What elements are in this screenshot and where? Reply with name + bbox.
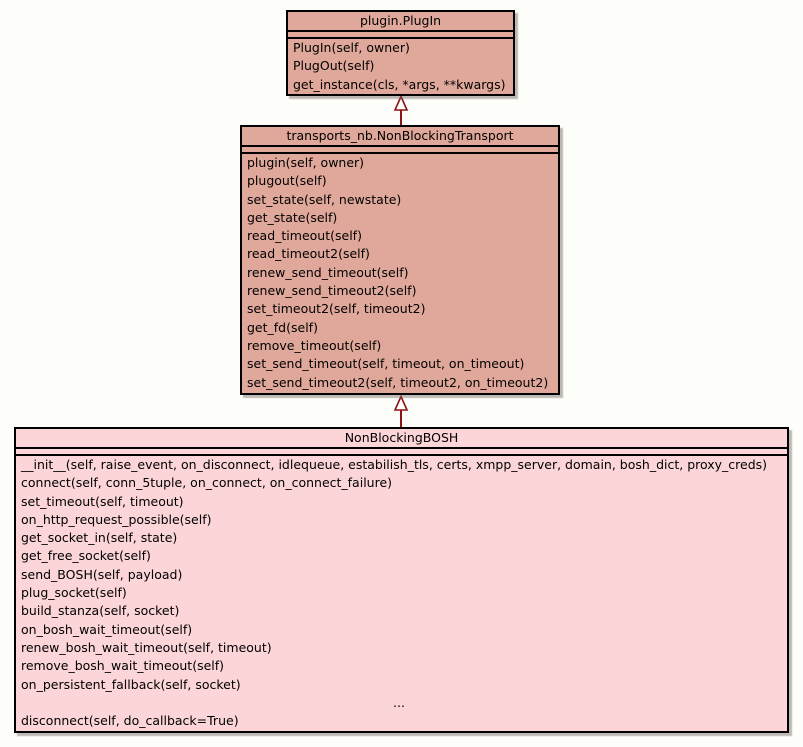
class-box-nonblockingbosh: NonBlockingBOSH __init__(self, raise_eve…	[14, 427, 789, 733]
methods-compartment: __init__(self, raise_event, on_disconnec…	[16, 456, 787, 730]
method-row: plugin(self, owner)	[247, 155, 365, 170]
method-row: get_instance(cls, *args, **kwargs)	[293, 76, 506, 92]
hollow-triangle-arrowhead	[393, 394, 409, 411]
attributes-compartment	[288, 32, 513, 39]
method-row: PlugOut(self)	[293, 58, 375, 74]
methods-compartment: plugin(self, owner) plugout(self) set_stat…	[242, 154, 558, 392]
method-row: set_send_timeout2(self, timeout2, on_tim…	[247, 374, 549, 390]
method-row: get_socket_in(self, state)	[21, 530, 178, 546]
method-row: set_state(self, newstate)	[247, 191, 402, 207]
method-row: on_persistent_fallback(self, socket)	[21, 676, 241, 692]
method-row: build_stanza(self, socket)	[21, 603, 180, 619]
method-row: read_timeout2(self)	[247, 246, 370, 262]
inheritance-arrow-bosh-to-transport	[393, 394, 409, 428]
method-row: PlugIn(self, owner)	[293, 40, 410, 55]
method-row: plugout(self)	[247, 173, 327, 189]
class-title: transports_nb.NonBlockingTransport	[242, 127, 558, 147]
method-row: connect(self, conn_5tuple, on_connect, o…	[21, 475, 393, 491]
attributes-compartment	[242, 147, 558, 154]
method-row: remove_bosh_wait_timeout(self)	[21, 658, 225, 674]
method-row: plug_socket(self)	[21, 585, 127, 601]
method-row: on_bosh_wait_timeout(self)	[21, 621, 193, 637]
methods-compartment: PlugIn(self, owner) PlugOut(self) get_inst…	[288, 39, 513, 94]
method-row: ...	[393, 694, 405, 710]
method-row: read_timeout(self)	[247, 228, 362, 244]
method-row: renew_send_timeout(self)	[247, 264, 409, 280]
method-row: remove_timeout(self)	[247, 337, 382, 353]
method-row: on_http_request_possible(self)	[21, 511, 212, 527]
method-row: get_free_socket(self)	[21, 548, 151, 564]
inheritance-arrow-transport-to-plugin	[393, 94, 409, 126]
method-row: set_timeout(self, timeout)	[21, 493, 184, 509]
method-row: set_send_timeout(self, timeout, on_timeo…	[247, 356, 525, 372]
hollow-triangle-arrowhead	[393, 94, 409, 111]
attributes-compartment	[16, 449, 787, 456]
class-title: NonBlockingBOSH	[16, 429, 787, 449]
method-row: get_state(self)	[247, 209, 338, 225]
class-title: plugin.PlugIn	[288, 12, 513, 32]
method-row: send_BOSH(self, payload)	[21, 566, 183, 582]
method-row: renew_bosh_wait_timeout(self, timeout)	[21, 639, 272, 655]
method-row: __init__(self, raise_event, on_disconnec…	[21, 457, 768, 472]
method-row: set_timeout2(self, timeout2)	[247, 301, 426, 317]
class-box-plugin-plugin: plugin.PlugIn PlugIn(self, owner) PlugOut…	[286, 10, 515, 96]
method-row: get_fd(self)	[247, 319, 318, 335]
class-box-transports-nb-nonblockingtransport: transports_nb.NonBlockingTransport plugi…	[240, 125, 560, 395]
method-row: disconnect(self, do_callback=True)	[21, 713, 239, 729]
method-row: renew_send_timeout2(self)	[247, 283, 417, 299]
